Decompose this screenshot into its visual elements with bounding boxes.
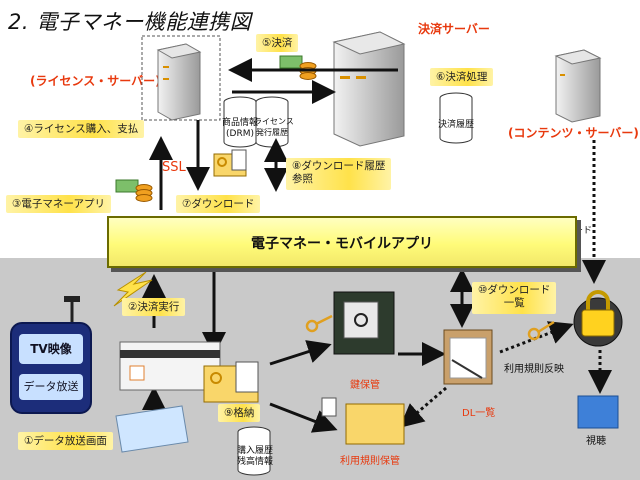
purchase-history-label: 購入履歴 残高情報 xyxy=(236,446,273,467)
card-icon xyxy=(119,341,221,391)
product-info-label: 商品情報 (DRM) xyxy=(221,118,258,139)
tv-icon: TV映像 データ放送 xyxy=(10,322,92,414)
payment-history-db-icon xyxy=(439,92,473,144)
key-document-icon-top xyxy=(213,149,247,177)
step-9-tag: ⑨格納 xyxy=(218,404,261,422)
key-icon-reflect xyxy=(527,320,555,341)
step-3-tag: ③電子マネーアプリ xyxy=(6,195,111,213)
step-4-tag: ④ライセンス購入、支払 xyxy=(18,120,145,138)
step-8-tag: ⑧ダウンロード履歴 参照 xyxy=(286,158,392,190)
contents-server-label: (コンテンツ・サーバー) xyxy=(508,126,639,140)
step-5-tag: ⑤決済 xyxy=(256,34,299,52)
arrow-to-key-storage xyxy=(269,340,332,366)
step-10-tag: ⑩ダウンロード 一覧 xyxy=(472,282,557,314)
clipboard-icon xyxy=(443,329,493,385)
arrow-dl-to-rule xyxy=(399,386,447,428)
step-1-tag: ①データ放送画面 xyxy=(18,432,113,450)
contents-server-icon xyxy=(554,49,602,123)
ssl-label: SSL xyxy=(162,160,186,175)
mobile-app-bar: 電子マネー・モバイルアプリ xyxy=(107,216,577,268)
viewing-icon xyxy=(577,395,619,429)
tv-video-label: TV映像 xyxy=(19,334,83,364)
payment-server-icon xyxy=(332,31,406,147)
rule-reflect-label: 利用規則反映 xyxy=(504,364,564,375)
payment-history-label: 決済履歴 xyxy=(438,120,475,130)
step-6-tag: ⑥決済処理 xyxy=(430,68,494,86)
money-icon-left xyxy=(115,179,153,202)
data-broadcast-label: データ放送 xyxy=(19,374,83,400)
license-server-icon xyxy=(141,35,221,121)
money-icon-top xyxy=(279,55,317,80)
viewing-label: 視聴 xyxy=(586,436,606,447)
remote-icon xyxy=(115,405,189,453)
purchase-history-db-icon xyxy=(237,426,271,476)
mobile-app-label: 電子マネー・モバイルアプリ xyxy=(251,236,433,252)
lightning-icon xyxy=(113,271,153,307)
folder-key-icon-store xyxy=(203,361,259,403)
payment-server-label: 決済サーバー xyxy=(418,22,490,36)
step-2-tag: ②決済実行 xyxy=(122,298,186,316)
license-history-label: ライセンス 発行履歴 xyxy=(254,117,294,137)
rule-storage-label: 利用規則保管 xyxy=(340,456,400,467)
step-7-tag: ⑦ダウンロード xyxy=(176,195,261,213)
arrow-to-rule-storage xyxy=(269,402,338,433)
license-server-label: (ライセンス・サーバー) xyxy=(30,74,161,88)
page-title: 2. 電子マネー機能連携図 xyxy=(8,10,252,34)
rule-folder-icon xyxy=(321,397,405,445)
key-storage-label: 鍵保管 xyxy=(350,380,380,391)
product-info-db-icon xyxy=(223,96,257,148)
dl-list-label: DL一覧 xyxy=(462,408,496,419)
padlock-icon xyxy=(573,290,623,347)
key-icon-storage xyxy=(305,314,333,333)
safe-icon xyxy=(333,291,395,355)
